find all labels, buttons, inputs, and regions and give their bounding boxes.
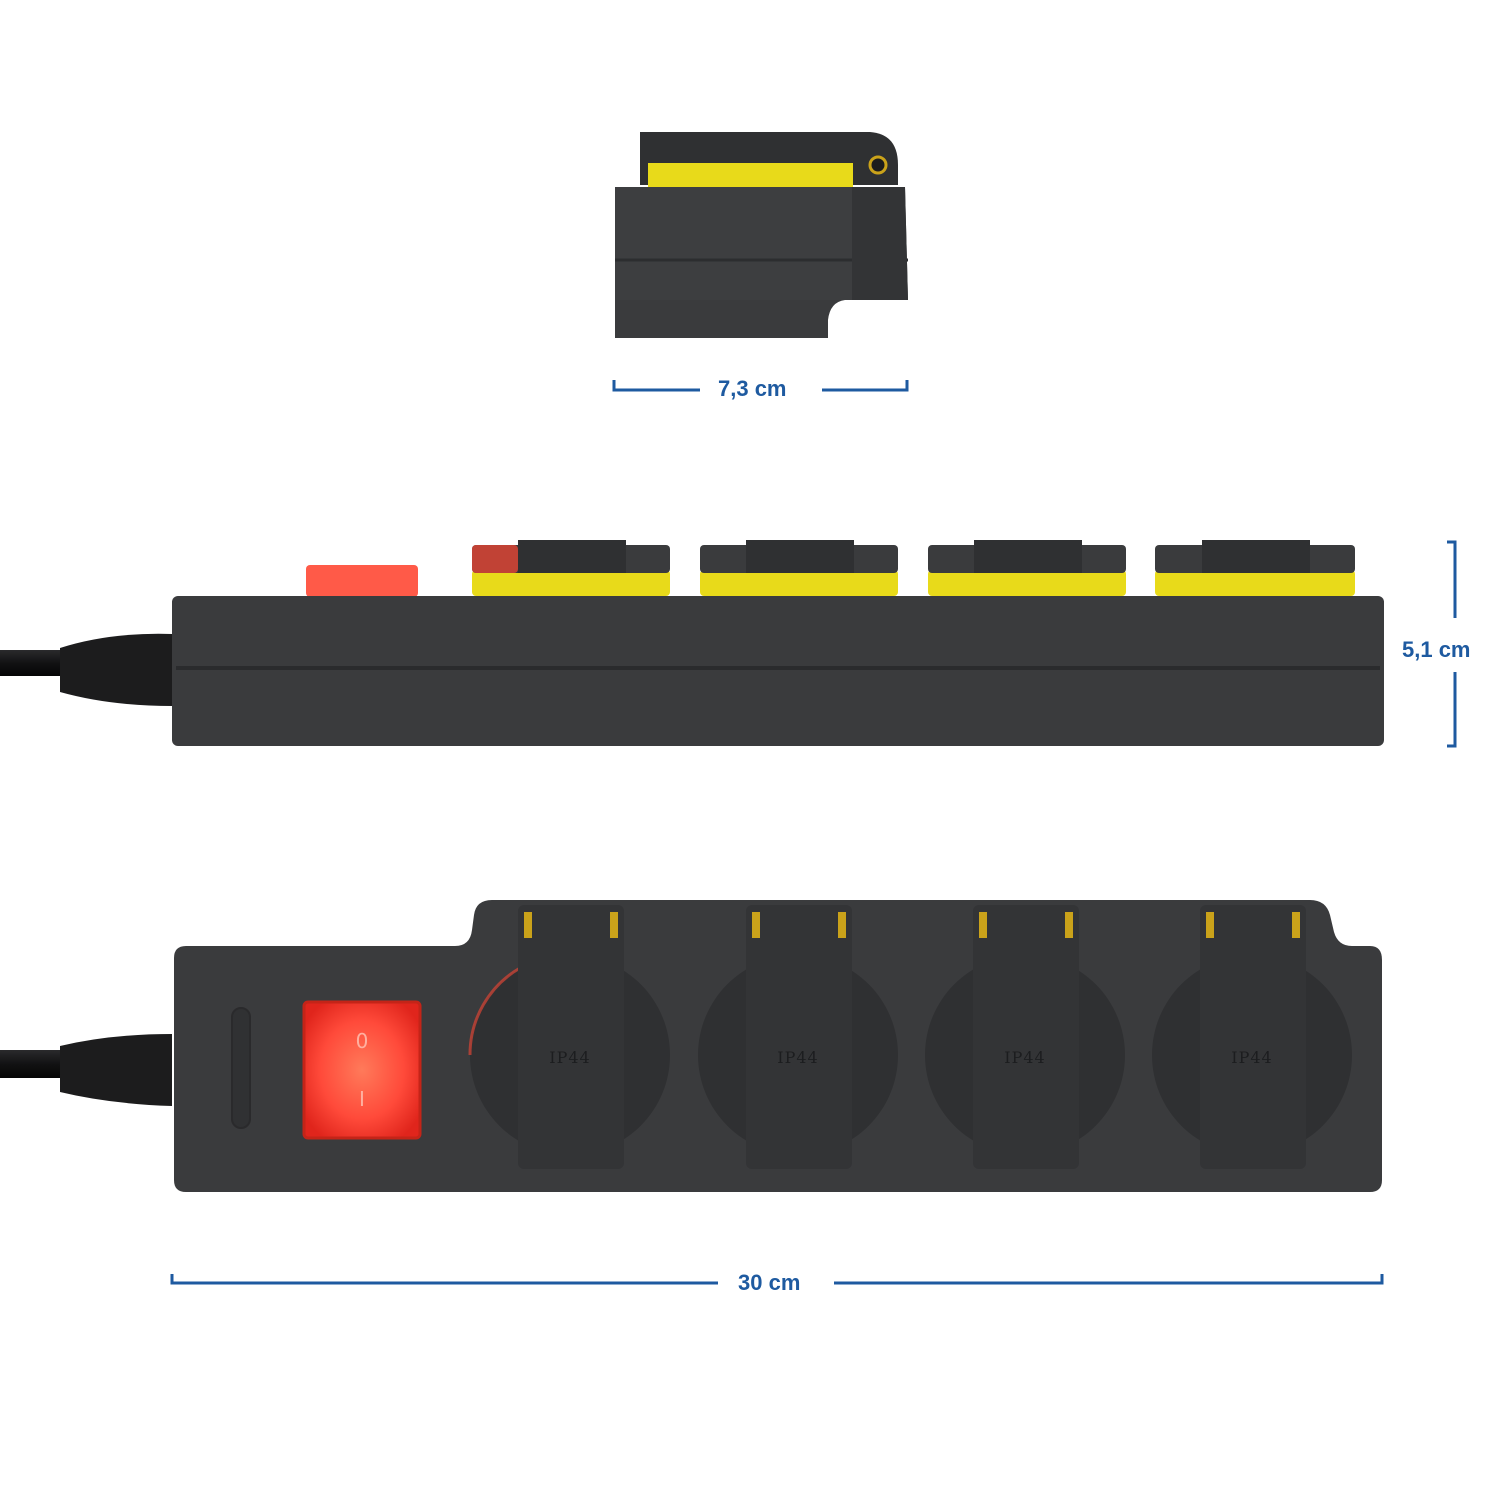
socket-1[interactable]: IP44 (468, 905, 670, 1169)
width-dimension-line (612, 380, 909, 392)
side-socket-1 (472, 540, 670, 596)
socket-4[interactable]: IP44 (1152, 905, 1352, 1169)
top-view-strip: 0 I IP44 IP44 IP44 (0, 900, 1382, 1192)
power-switch[interactable]: 0 I (302, 1000, 422, 1140)
socket-3[interactable]: IP44 (925, 905, 1125, 1169)
length-dimension-line (170, 1274, 1384, 1285)
switch-on-symbol: I (359, 1087, 365, 1111)
socket-2[interactable]: IP44 (698, 905, 898, 1169)
switch-off-symbol: 0 (356, 1029, 369, 1053)
height-dimension-label: 5,1 cm (1402, 631, 1471, 669)
socket-4-rating-label: IP44 (1231, 1048, 1272, 1067)
socket-2-rating-label: IP44 (777, 1048, 818, 1067)
length-dimension-label: 30 cm (726, 1270, 813, 1296)
side-view-strip (0, 540, 1384, 746)
end-view-strip (615, 132, 908, 338)
side-socket-2 (700, 540, 898, 596)
side-socket-3 (928, 540, 1126, 596)
height-dimension-line (1447, 540, 1457, 748)
socket-3-rating-label: IP44 (1004, 1048, 1045, 1067)
socket-1-rating-label: IP44 (549, 1048, 590, 1067)
side-socket-4 (1155, 540, 1355, 596)
width-dimension-label: 7,3 cm (708, 376, 797, 402)
